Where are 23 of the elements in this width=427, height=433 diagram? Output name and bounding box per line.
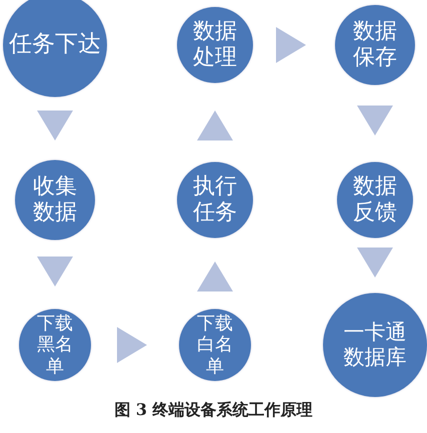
process-circle [19, 309, 91, 381]
process-circle [177, 7, 253, 83]
arrow [357, 105, 393, 136]
node-label: 收集数据 [32, 174, 78, 226]
arrow [116, 327, 148, 363]
node-label: 数据保存 [352, 18, 398, 72]
arrow [197, 261, 233, 292]
node-label: 下载黑名单 [36, 312, 74, 378]
arrow [276, 27, 306, 63]
node-label: 下载白名单 [196, 312, 234, 378]
arrow [37, 256, 73, 287]
node-label: 数据处理 [192, 18, 238, 72]
node-label: 执行任务 [192, 174, 238, 226]
node-label: 一卡通数据库 [342, 320, 408, 370]
process-circle [179, 309, 251, 381]
node-label: 数据反馈 [352, 174, 398, 226]
figure-caption: 图 3 终端设备系统工作原理 [113, 400, 314, 421]
arrow [357, 247, 393, 278]
arrow [197, 110, 233, 141]
arrow [37, 110, 73, 141]
process-circle [177, 162, 253, 238]
process-circle [337, 162, 413, 238]
node-label: 任务下达 [8, 31, 102, 59]
